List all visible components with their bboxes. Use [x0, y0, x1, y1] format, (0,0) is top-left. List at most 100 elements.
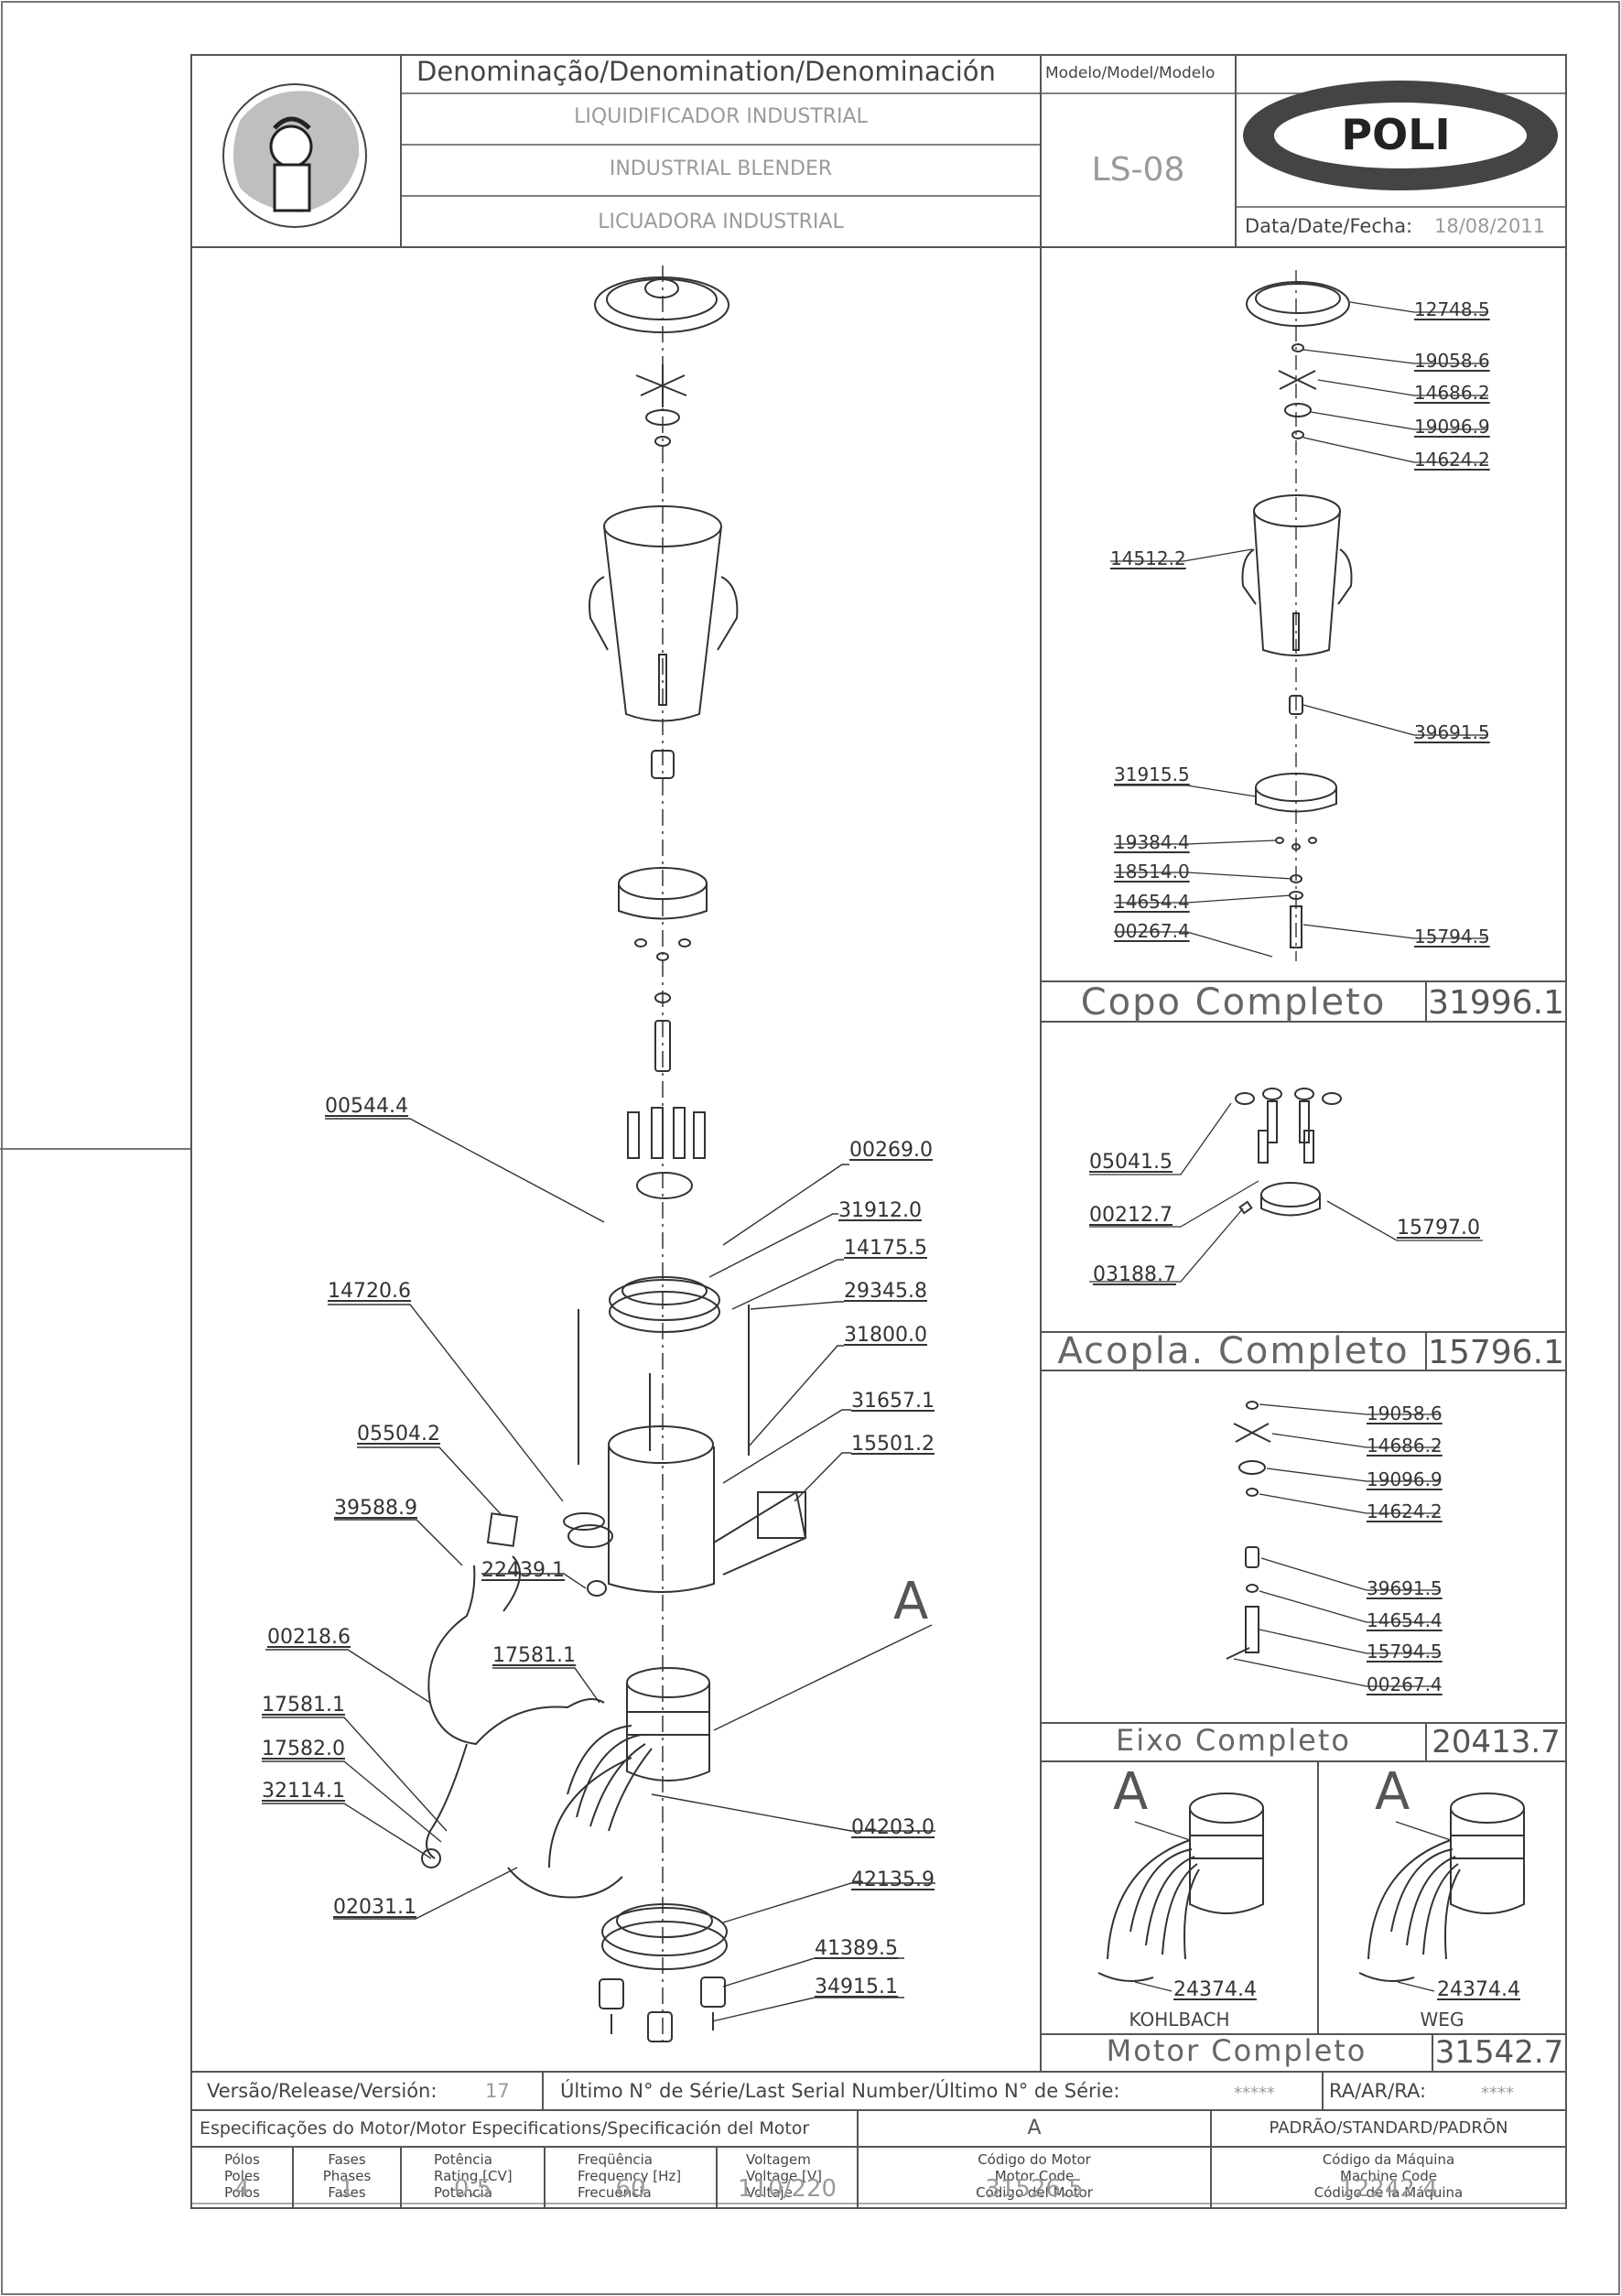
- motor-weg-drawing: [1358, 1792, 1525, 1992]
- denomination-title: Denominação/Denomination/Denominación: [416, 56, 996, 87]
- version-value: 17: [485, 2080, 510, 2102]
- eixo-completo-code: 20413.7: [1432, 1724, 1561, 1760]
- motor-left-wiring-code: 24374.4: [1173, 1978, 1257, 2001]
- acopla-label-00212: 00212.7: [1089, 1204, 1173, 1227]
- model-title: Modelo/Model/Modelo: [1045, 64, 1216, 82]
- copo-label-19096: 19096.9: [1414, 416, 1490, 438]
- copo-label-39691: 39691.5: [1414, 721, 1490, 743]
- part-label-02031: 02031.1: [333, 1896, 416, 1919]
- eixo-label-14686: 14686.2: [1367, 1435, 1443, 1457]
- part-label-14175: 14175.5: [844, 1237, 927, 1260]
- motor-brand-weg: WEG: [1420, 2009, 1464, 2031]
- motor-right-wiring-code: 24374.4: [1437, 1978, 1520, 2001]
- ra-value: ****: [1481, 2084, 1514, 2103]
- spec-value-frequency: 60: [615, 2175, 646, 2203]
- part-label-31657: 31657.1: [851, 1390, 935, 1413]
- standard-label: PADRÃO/STANDARD/PADRÕN: [1269, 2118, 1508, 2138]
- product-name-pt: LIQUIDIFICADOR INDUSTRIAL: [574, 105, 868, 128]
- product-name-en: INDUSTRIAL BLENDER: [609, 157, 833, 180]
- date-value: 18/08/2011: [1434, 215, 1546, 237]
- eixo-label-19096: 19096.9: [1367, 1468, 1443, 1490]
- copo-label-14686: 14686.2: [1414, 382, 1490, 404]
- copo-completo-drawing: [1241, 270, 1353, 961]
- eixo-label-14624: 14624.2: [1367, 1500, 1443, 1522]
- motor-variant-label: A: [1027, 2117, 1042, 2139]
- part-label-42135: 42135.9: [851, 1868, 935, 1891]
- copo-label-15794: 15794.5: [1414, 926, 1490, 948]
- part-label-17581-top: 17581.1: [492, 1644, 576, 1667]
- copo-label-14624: 14624.2: [1414, 449, 1490, 471]
- copo-leader-lines: [1110, 301, 1488, 958]
- eixo-label-14654: 14654.4: [1367, 1609, 1443, 1631]
- motor-completo-code: 31542.7: [1434, 2034, 1564, 2071]
- copo-label-19384: 19384.4: [1114, 831, 1190, 853]
- poli-logo: POLI: [1243, 81, 1558, 190]
- part-label-00269: 00269.0: [849, 1139, 933, 1162]
- spec-value-phases: 1: [339, 2175, 355, 2203]
- part-label-34915: 34915.1: [815, 1976, 898, 1998]
- copo-completo-title: Copo Completo: [1080, 981, 1387, 1023]
- part-label-31800: 31800.0: [844, 1324, 927, 1347]
- acopla-label-15797: 15797.0: [1397, 1217, 1480, 1240]
- acopla-completo-drawing: [1235, 1088, 1342, 1217]
- copo-label-14654: 14654.4: [1114, 891, 1190, 913]
- spec-value-rating: 0.5: [453, 2175, 492, 2203]
- copo-label-12748: 12748.5: [1414, 298, 1490, 320]
- part-label-41389: 41389.5: [815, 1937, 898, 1960]
- product-name-es: LICUADORA INDUSTRIAL: [598, 211, 844, 233]
- motor-right-variant-letter: A: [1375, 1762, 1410, 1822]
- copo-label-00267: 00267.4: [1114, 920, 1190, 942]
- acopla-completo-title: Acopla. Completo: [1057, 1330, 1410, 1372]
- copo-completo-code: 31996.1: [1428, 984, 1564, 1022]
- eixo-label-39691: 39691.5: [1367, 1577, 1443, 1599]
- main-leader-lines: [262, 1118, 935, 2022]
- spec-value-machine-code: 12242.4: [1339, 2175, 1438, 2203]
- motor-spec-title: Especificações do Motor/Motor Especifica…: [200, 2118, 810, 2139]
- main-exploded-view: [421, 265, 807, 2042]
- eixo-completo-drawing: [1226, 1401, 1271, 1660]
- eixo-label-19058: 19058.6: [1367, 1403, 1443, 1424]
- eixo-completo-title: Eixo Completo: [1116, 1723, 1351, 1758]
- model-value: LS-08: [1091, 151, 1185, 189]
- acopla-completo-code: 15796.1: [1428, 1334, 1564, 1371]
- part-label-17581-bottom: 17581.1: [262, 1694, 345, 1717]
- acopla-label-03188: 03188.7: [1093, 1263, 1176, 1286]
- spec-value-voltage: 110/220: [737, 2175, 837, 2203]
- authorized-service-seal: [222, 83, 367, 228]
- acopla-leader-lines: [1089, 1102, 1483, 1283]
- part-label-32114: 32114.1: [262, 1780, 345, 1803]
- part-label-00218: 00218.6: [267, 1626, 351, 1649]
- detail-a-marker: A: [893, 1572, 929, 1631]
- copo-label-19058: 19058.6: [1414, 350, 1490, 372]
- motor-brand-kohlbach: KOHLBACH: [1129, 2009, 1230, 2031]
- part-label-04203: 04203.0: [851, 1816, 935, 1839]
- motor-completo-title: Motor Completo: [1106, 2033, 1367, 2068]
- svg-text:POLI: POLI: [1341, 110, 1450, 159]
- serial-label: Último N° de Série/Last Serial Number/Úl…: [560, 2080, 1120, 2102]
- date-label: Data/Date/Fecha:: [1245, 215, 1413, 237]
- spec-value-poles: 4: [234, 2175, 250, 2203]
- eixo-leader-lines: [1233, 1403, 1440, 1687]
- part-label-22439: 22439.1: [481, 1559, 565, 1582]
- eixo-label-15794: 15794.5: [1367, 1641, 1443, 1662]
- ra-label: RA/AR/RA:: [1329, 2080, 1427, 2102]
- part-label-14720: 14720.6: [328, 1280, 411, 1303]
- part-label-29345: 29345.8: [844, 1280, 927, 1303]
- motor-left-variant-letter: A: [1113, 1762, 1149, 1822]
- part-label-15501: 15501.2: [851, 1433, 935, 1456]
- acopla-label-05041: 05041.5: [1089, 1151, 1173, 1174]
- part-label-00544: 00544.4: [325, 1095, 408, 1118]
- motor-kohlbach-drawing: [1097, 1792, 1264, 1992]
- copo-label-14512: 14512.2: [1110, 547, 1186, 569]
- part-label-31912: 31912.0: [838, 1199, 922, 1222]
- copo-label-18514: 18514.0: [1114, 861, 1190, 883]
- spec-value-motor-code: 31526.5: [985, 2175, 1084, 2203]
